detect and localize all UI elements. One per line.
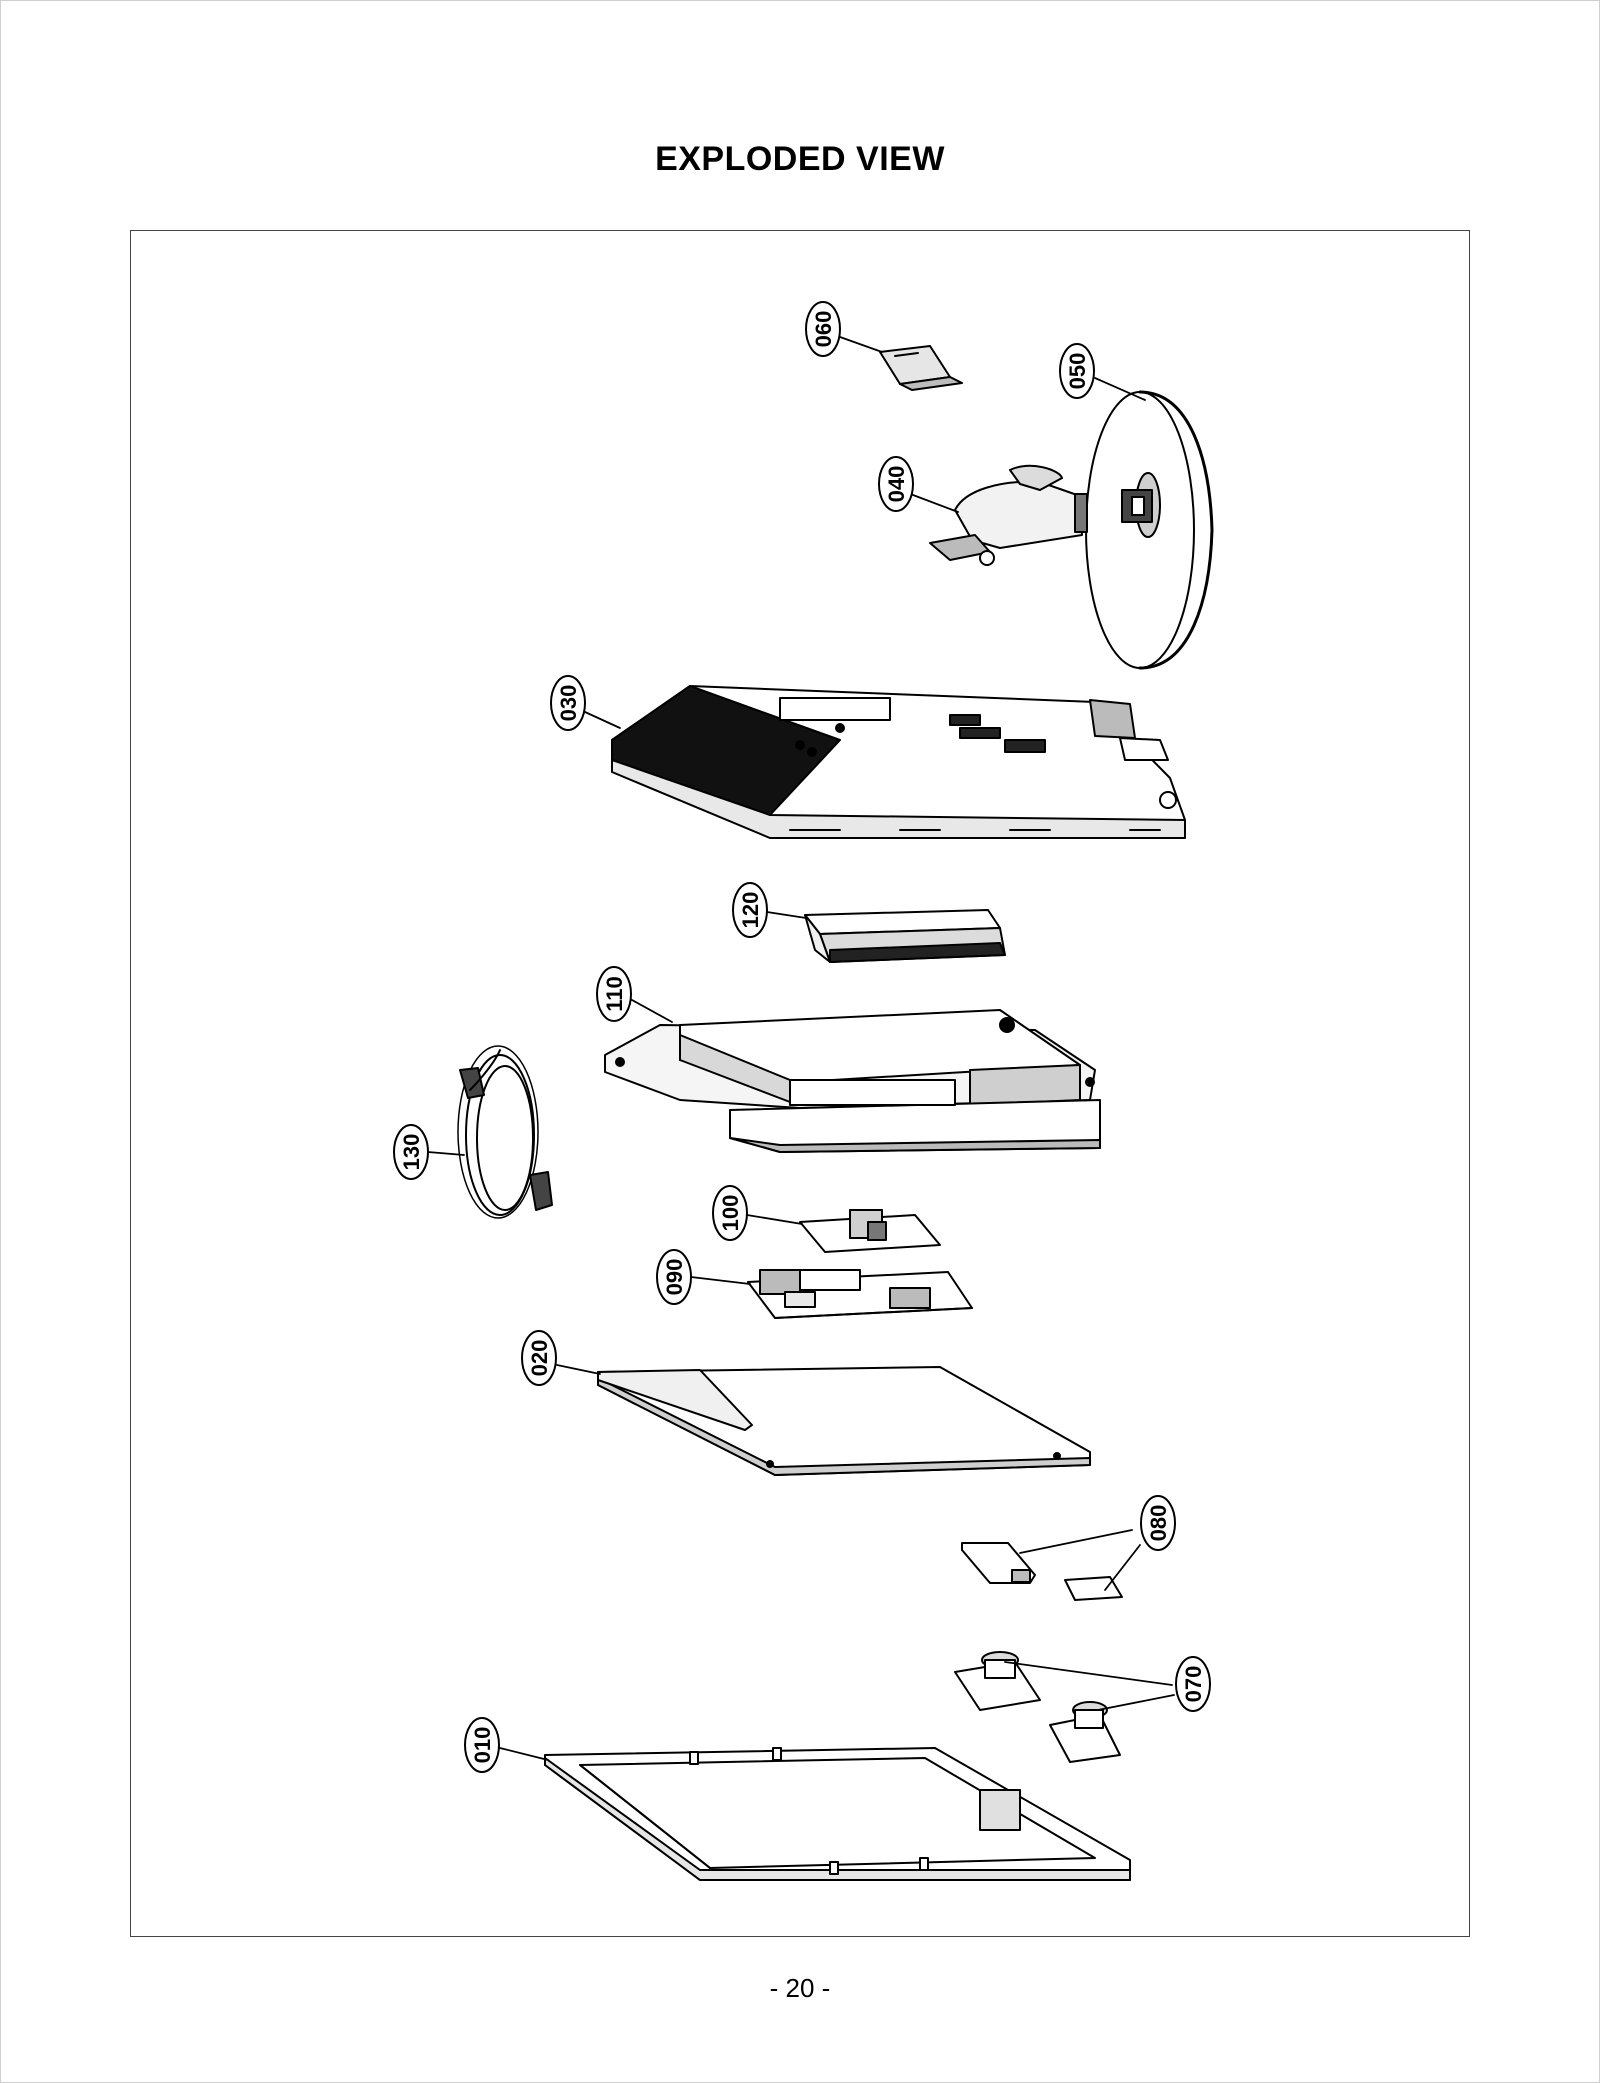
callout-020: 020 <box>521 1330 557 1386</box>
callout-label: 040 <box>884 466 909 503</box>
buttons-part <box>961 1542 1123 1601</box>
callout-label: 010 <box>470 1727 495 1764</box>
callout-110: 110 <box>596 966 632 1022</box>
back-cover-part <box>611 685 1186 839</box>
shield-chassis-part <box>604 1009 1101 1153</box>
speakers-part <box>954 1651 1121 1763</box>
front-cabinet-part <box>544 1747 1131 1881</box>
callout-label: 060 <box>811 311 836 348</box>
callout-label: 110 <box>602 976 627 1012</box>
callout-040: 040 <box>878 456 914 512</box>
callout-label: 070 <box>1181 1666 1206 1703</box>
callout-label: 080 <box>1146 1505 1171 1542</box>
callout-label: 030 <box>556 685 581 722</box>
callout-070: 070 <box>1175 1656 1211 1712</box>
control-board-part <box>799 1209 941 1253</box>
page-number: - 20 - <box>769 1973 831 2003</box>
callout-label: 120 <box>738 892 763 929</box>
lcd-panel-part <box>597 1366 1091 1476</box>
callout-050: 050 <box>1059 343 1095 399</box>
power-cord-part <box>457 1045 553 1219</box>
leader-lines <box>427 336 1175 1761</box>
callout-010: 010 <box>464 1717 500 1773</box>
hinge-cover-part <box>879 345 963 391</box>
rear-bracket-part <box>804 909 1006 963</box>
callout-label: 050 <box>1065 353 1090 390</box>
callout-label: 090 <box>662 1259 687 1296</box>
callout-060: 060 <box>805 301 841 357</box>
stand-hinge-part <box>929 464 1088 566</box>
diagram-frame <box>130 230 1470 1937</box>
callout-100: 100 <box>712 1185 748 1241</box>
callout-090: 090 <box>656 1249 692 1305</box>
callout-label: 020 <box>527 1340 552 1377</box>
main-board-part <box>747 1269 973 1319</box>
stand-base-part <box>1085 390 1214 670</box>
callout-030: 030 <box>550 675 586 731</box>
callout-120: 120 <box>732 882 768 938</box>
callout-080: 080 <box>1140 1495 1176 1551</box>
page-title: EXPLODED VIEW <box>655 140 945 178</box>
callout-130: 130 <box>393 1124 429 1180</box>
callout-label: 130 <box>399 1134 424 1171</box>
callout-label: 100 <box>718 1195 743 1232</box>
